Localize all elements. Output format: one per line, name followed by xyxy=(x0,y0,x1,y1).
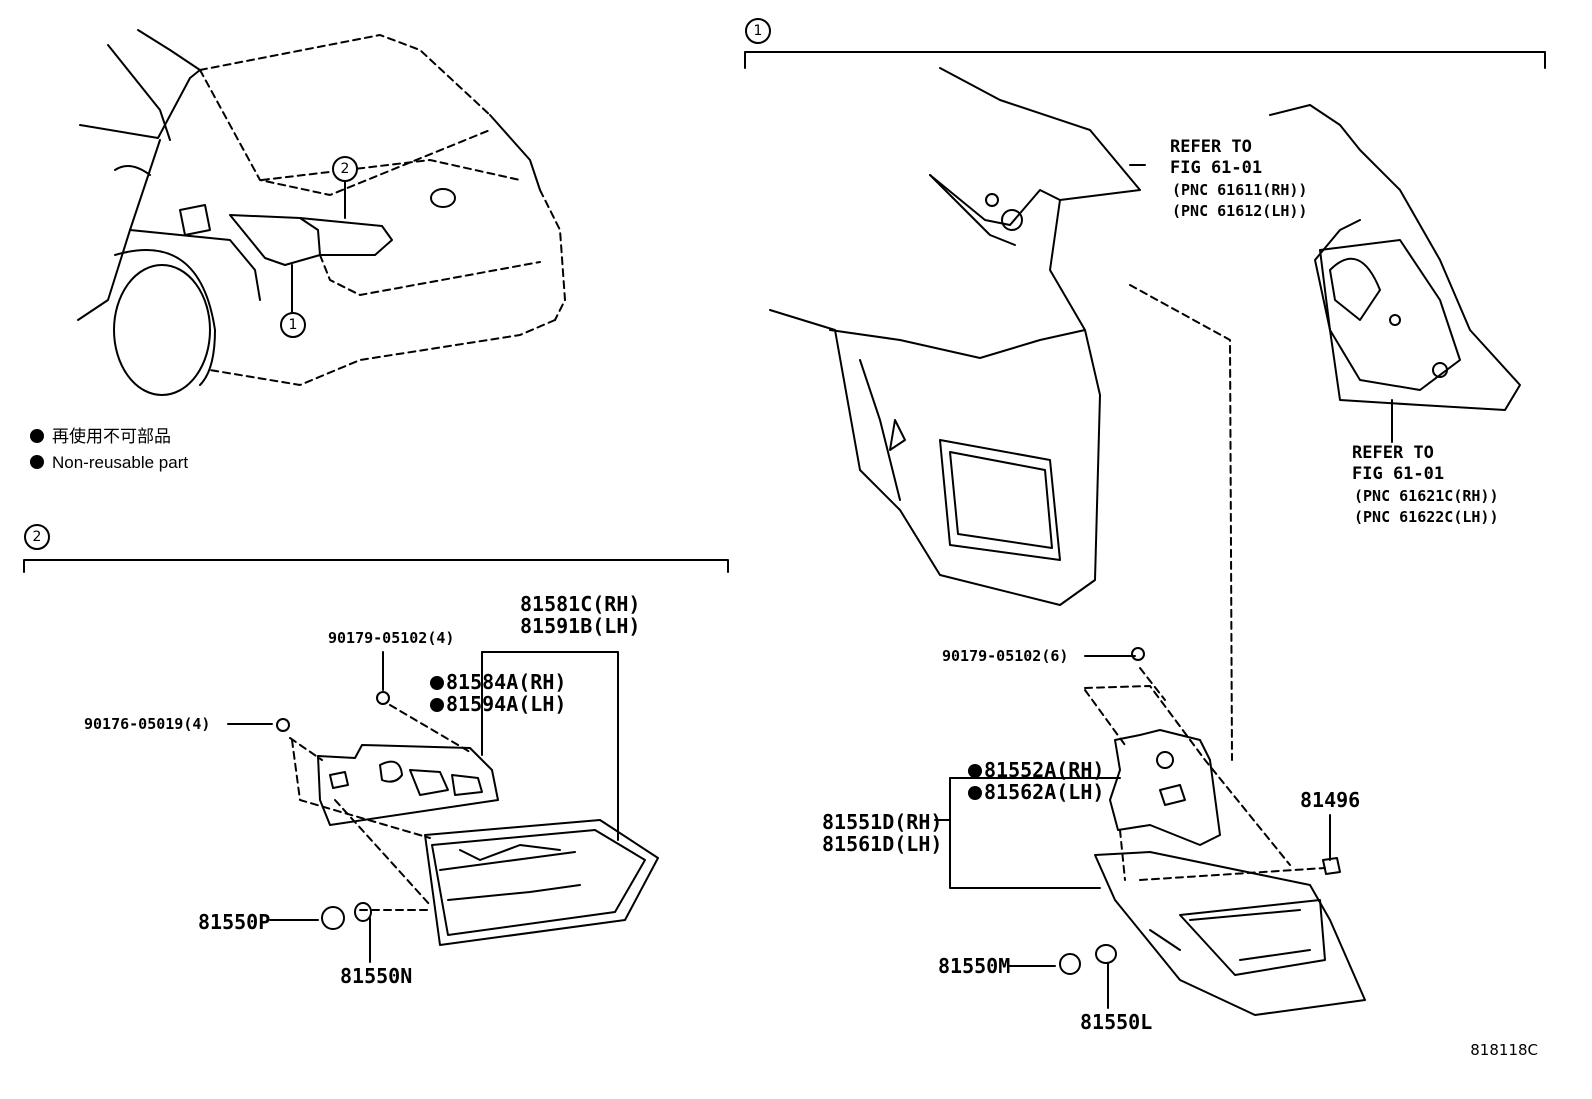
callout-1-overview: 1 xyxy=(280,312,306,338)
refer-lower-line-2[interactable]: FIG 61-01 xyxy=(1352,464,1445,484)
part-81551d-rh[interactable]: 81551D(RH) xyxy=(822,810,943,834)
part-90179-05102-4[interactable]: 90179-05102(4) xyxy=(328,629,455,647)
refer-lower-line-3: (PNC 61621C(RH)) xyxy=(1354,487,1499,505)
callout-2-overview: 2 xyxy=(332,156,358,182)
legend-japanese: 再使用不可部品 xyxy=(30,426,171,448)
part-81591b-lh[interactable]: 81591B(LH) xyxy=(520,614,641,638)
part-81550m[interactable]: 81550M xyxy=(938,954,1011,978)
part-90176-05019-4[interactable]: 90176-05019(4) xyxy=(84,715,211,733)
legend-en-text: Non-reusable part xyxy=(52,453,189,472)
legend-jp-text: 再使用不可部品 xyxy=(52,427,171,446)
inner-lamp-drawing xyxy=(227,651,659,963)
refer-upper-line-3: (PNC 61611(RH)) xyxy=(1172,181,1308,199)
part-81550n[interactable]: 81550N xyxy=(340,964,413,988)
vehicle-overview-drawing xyxy=(77,29,566,396)
part-81496[interactable]: 81496 xyxy=(1300,788,1361,812)
part-81550p[interactable]: 81550P xyxy=(198,910,271,934)
section-2-bracket xyxy=(23,559,729,573)
part-81550l[interactable]: 81550L xyxy=(1080,1010,1153,1034)
part-81594a-lh[interactable]: 81594A(LH) xyxy=(430,692,566,716)
section-1-callout: 1 xyxy=(745,18,771,44)
figure-code: 818118C xyxy=(1470,1041,1538,1059)
legend-english: Non-reusable part xyxy=(30,452,188,474)
part-81581c-rh[interactable]: 81581C(RH) xyxy=(520,592,641,616)
refer-lower-line-1: REFER TO xyxy=(1352,443,1434,463)
section-2-callout: 2 xyxy=(24,524,50,550)
non-reusable-dot-icon xyxy=(430,698,444,712)
section-1-bracket xyxy=(744,51,1546,69)
part-81561d-lh[interactable]: 81561D(LH) xyxy=(822,832,943,856)
part-81562a-lh[interactable]: 81562A(LH) xyxy=(968,780,1104,804)
refer-upper-line-1: REFER TO xyxy=(1170,137,1252,157)
non-reusable-dot-icon xyxy=(30,455,44,469)
refer-lower-line-4: (PNC 61622C(LH)) xyxy=(1354,508,1499,526)
non-reusable-dot-icon xyxy=(430,676,444,690)
non-reusable-dot-icon xyxy=(968,764,982,778)
outer-lamp-drawing xyxy=(769,67,1521,1016)
non-reusable-dot-icon xyxy=(30,429,44,443)
refer-upper-line-2[interactable]: FIG 61-01 xyxy=(1170,158,1263,178)
refer-upper-line-4: (PNC 61612(LH)) xyxy=(1172,202,1308,220)
part-81552a-rh[interactable]: 81552A(RH) xyxy=(968,758,1104,782)
part-90179-05102-6[interactable]: 90179-05102(6) xyxy=(942,647,1069,665)
part-81584a-rh[interactable]: 81584A(RH) xyxy=(430,670,566,694)
non-reusable-dot-icon xyxy=(968,786,982,800)
